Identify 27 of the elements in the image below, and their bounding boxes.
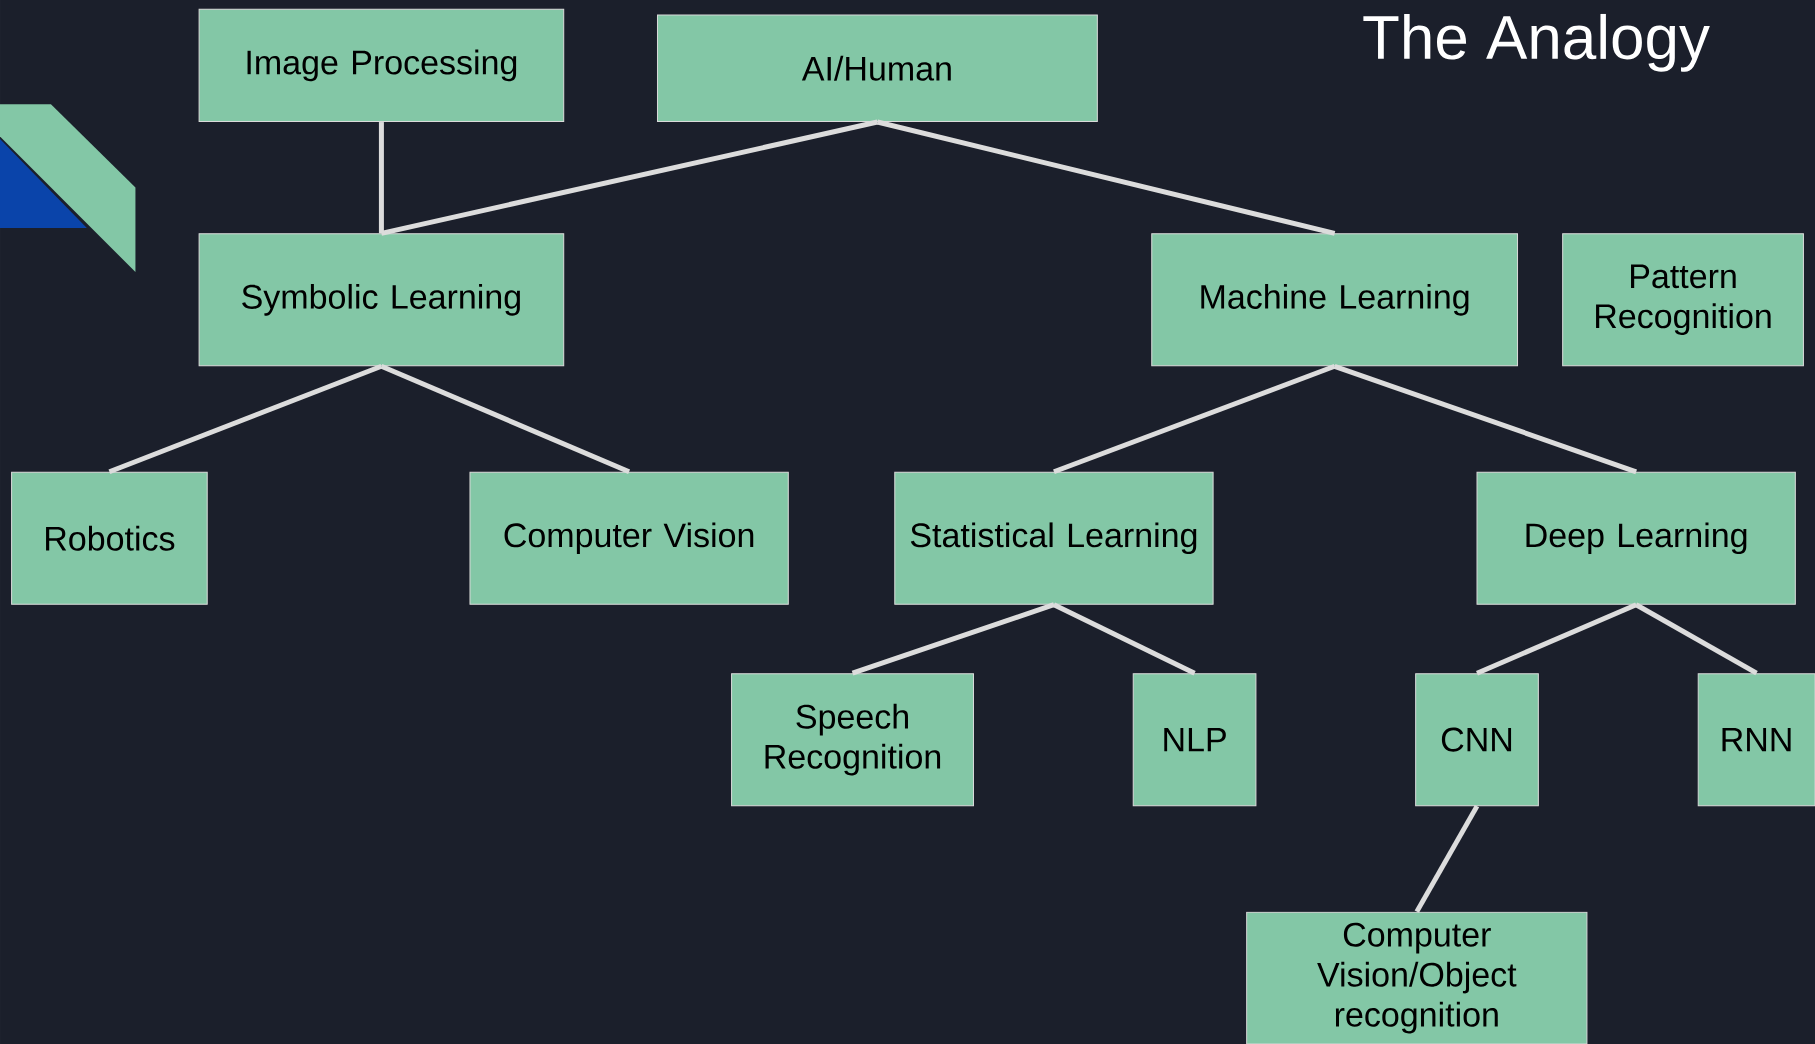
process-box: AI/Human [657,14,1098,123]
process-box: Statistical Learning [894,471,1214,605]
process-box: Computer Vision [469,471,789,605]
process-box: Symbolic Learning [198,233,565,367]
connector-line [1053,363,1336,475]
process-box: CNN [1415,673,1539,807]
connector-line [1333,363,1637,475]
connector-line [378,122,384,234]
connector-line [380,119,878,236]
process-box: RNN [1697,673,1815,807]
connector-line [1634,602,1758,676]
connector-line [851,602,1055,676]
process-box: NLP [1132,673,1257,807]
connector-line [380,363,631,475]
process-box: Robotics [11,471,208,605]
connector-line [876,119,1336,236]
connector-line [1476,602,1638,676]
connector-line [1414,804,1480,913]
process-box: Machine Learning [1151,233,1519,367]
process-box: Deep Learning [1476,471,1796,605]
process-box: Image Processing [198,8,565,123]
process-box: Pattern Recognition [1562,233,1804,367]
title: The Analogy [1363,13,1710,72]
connector-line [1052,602,1196,676]
connector-line [108,363,383,475]
process-box: Computer Vision/Object recognition [1246,911,1588,1044]
process-box: Speech Recognition [731,673,974,807]
